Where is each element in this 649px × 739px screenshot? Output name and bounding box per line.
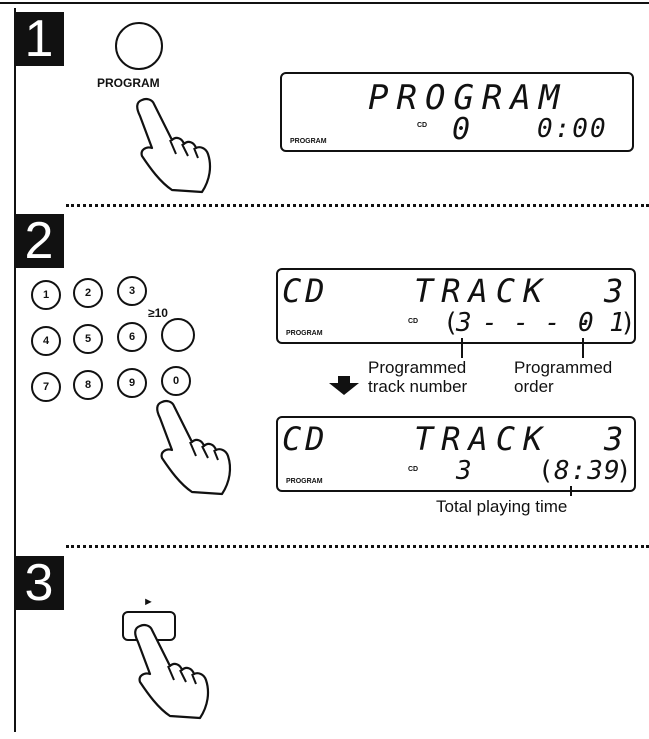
key-6[interactable]: 6 — [117, 322, 147, 352]
program-button[interactable] — [115, 22, 163, 70]
key-9[interactable]: 9 — [117, 368, 147, 398]
key-0[interactable]: 0 — [161, 366, 191, 396]
separator-1 — [66, 204, 649, 207]
total-playing-time-label: Total playing time — [436, 497, 567, 516]
track-count: 0 — [452, 112, 478, 147]
cd-indicator: CD — [408, 318, 418, 325]
program-indicator: PROGRAM — [286, 330, 323, 337]
display-track-text: TRACK — [414, 272, 550, 310]
display-track-digit: 3 — [604, 272, 631, 310]
leader-total-time — [570, 486, 572, 496]
key-4[interactable]: 4 — [31, 326, 61, 356]
dash-separator: - - - - — [482, 308, 592, 338]
separator-2 — [66, 545, 649, 548]
ge10-label: ≥10 — [148, 306, 168, 320]
key-5[interactable]: 5 — [73, 324, 103, 354]
display-cd-text: CD — [282, 272, 329, 310]
cd-indicator: CD — [408, 466, 418, 473]
pointing-hand-icon — [130, 96, 220, 196]
display-cd-text: CD — [282, 420, 329, 458]
programmed-order-label-2: order — [514, 377, 554, 396]
programmed-track-label-2: track number — [368, 377, 467, 396]
step-2-badge: 2 — [14, 214, 64, 268]
down-arrow-icon — [327, 374, 361, 396]
key-ge10[interactable] — [161, 318, 195, 352]
time-readout: 0:00 — [537, 114, 608, 144]
close-paren: ) — [616, 456, 632, 486]
programmed-order-label-1: Programmed — [514, 358, 612, 377]
cd-indicator: CD — [417, 122, 427, 129]
step-1-badge: 1 — [14, 12, 64, 66]
program-indicator: PROGRAM — [286, 478, 323, 485]
pointing-hand-icon — [150, 398, 240, 498]
total-playing-time-value: 8:39 — [554, 456, 621, 486]
left-rule — [14, 8, 16, 732]
key-3[interactable]: 3 — [117, 276, 147, 306]
display-track-text: TRACK — [414, 420, 550, 458]
key-8[interactable]: 8 — [73, 370, 103, 400]
display-track-digit: 3 — [604, 420, 631, 458]
programmed-track-number: 3 — [456, 308, 474, 338]
close-paren: ) — [620, 308, 636, 338]
program-button-label: PROGRAM — [97, 76, 160, 90]
top-rule — [0, 2, 649, 4]
leader-track-number — [461, 338, 463, 358]
display-track-program: CD TRACK 3 PROGRAM CD ( 3 - - - - 0 1 ) — [276, 268, 636, 344]
track-number: 3 — [456, 456, 480, 486]
program-indicator: PROGRAM — [290, 138, 327, 145]
leader-order — [582, 338, 584, 358]
key-2[interactable]: 2 — [73, 278, 103, 308]
play-symbol: ► — [143, 596, 154, 608]
key-7[interactable]: 7 — [31, 372, 61, 402]
step-3-badge: 3 — [14, 556, 64, 610]
programmed-track-label-1: Programmed — [368, 358, 466, 377]
programmed-order-number: 0 1 — [578, 308, 625, 338]
display-program: PROGRAM PROGRAM CD 0 0:00 — [280, 72, 634, 152]
key-1[interactable]: 1 — [31, 280, 61, 310]
pointing-hand-icon — [128, 622, 218, 722]
display-total-time: CD TRACK 3 PROGRAM CD 3 ( 8:39 ) — [276, 416, 636, 492]
open-paren: ( — [538, 456, 554, 486]
